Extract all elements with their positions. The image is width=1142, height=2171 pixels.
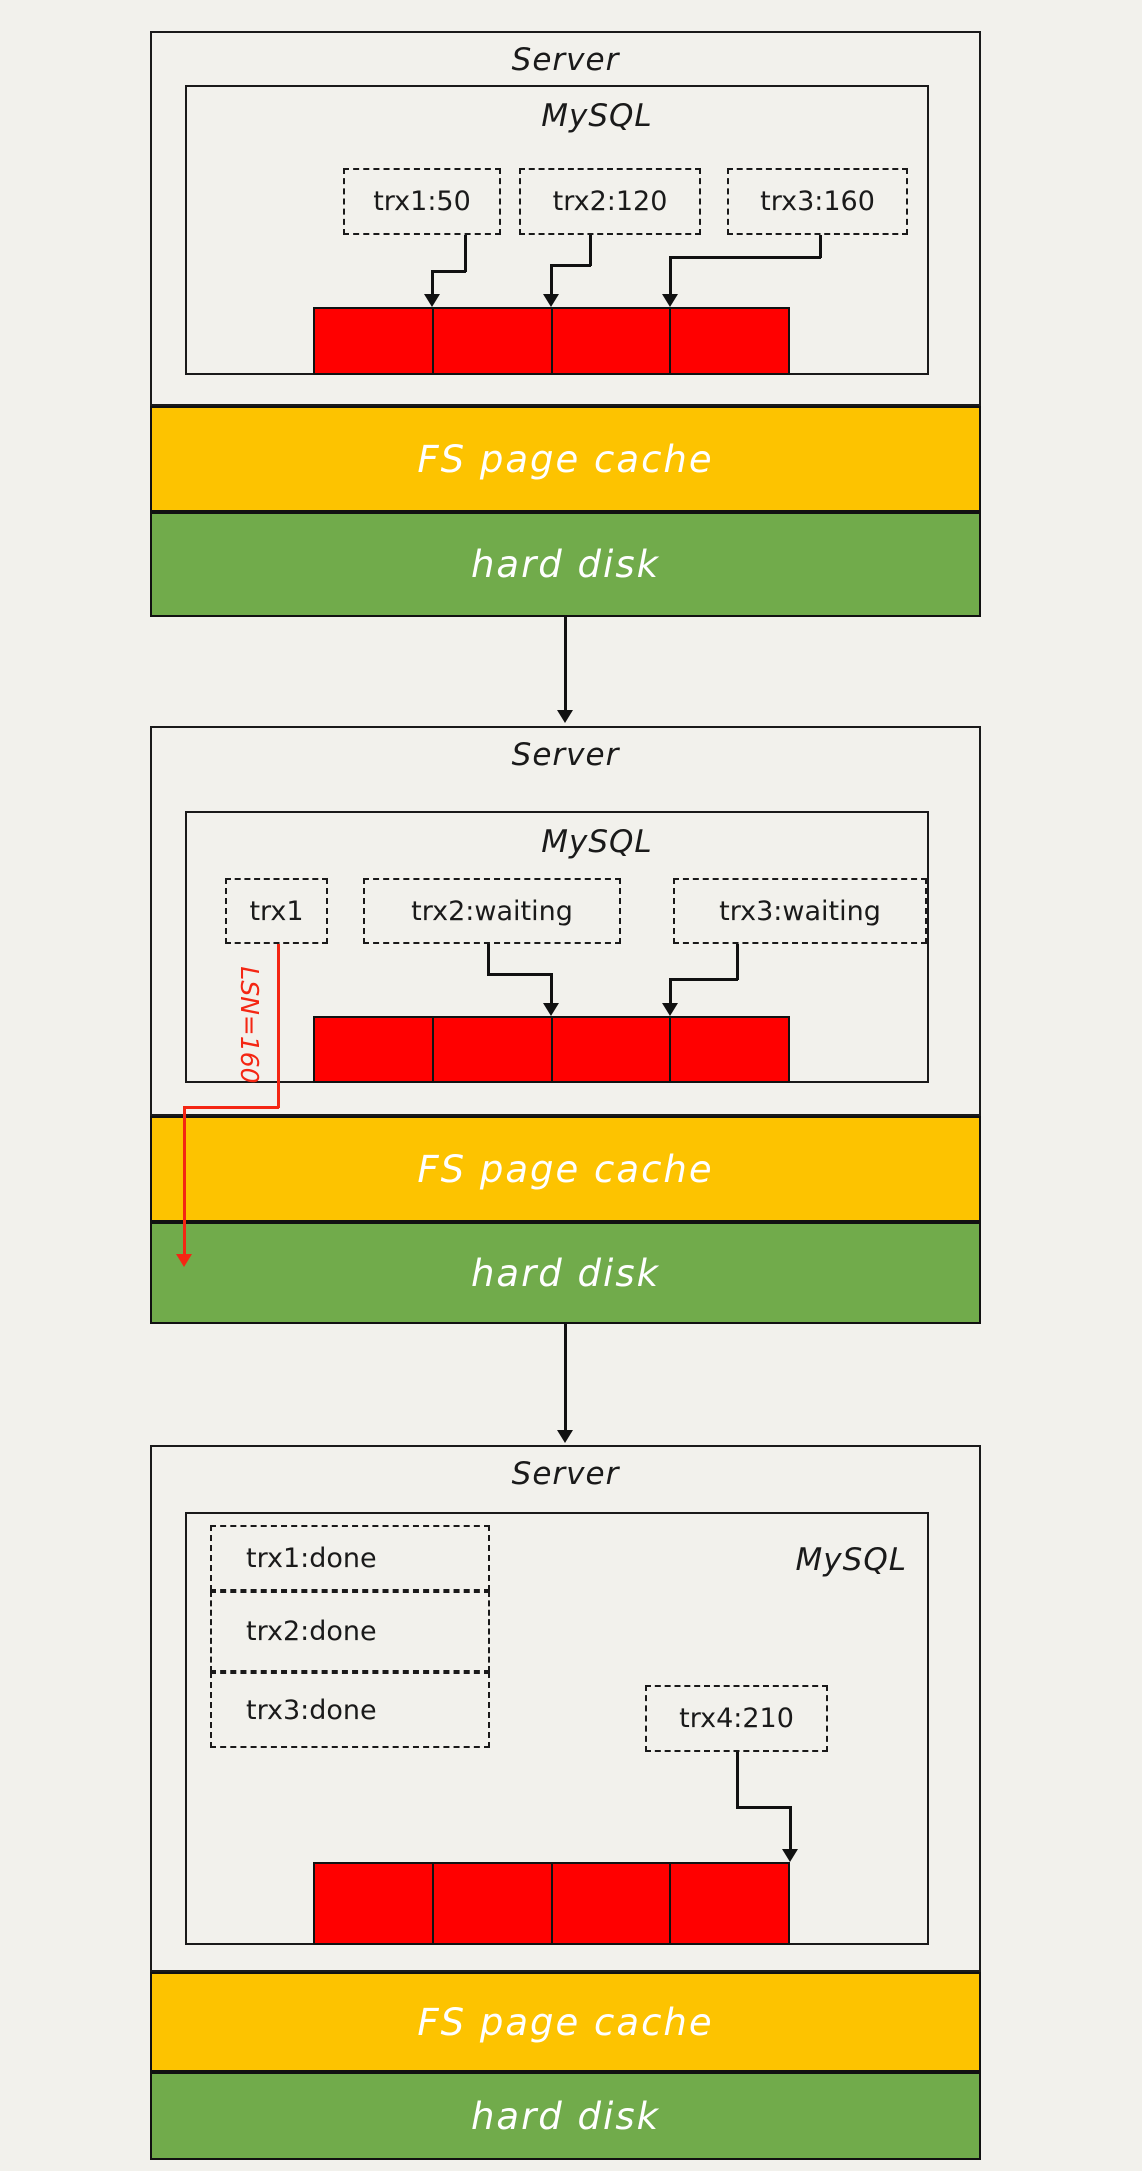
panel3-fs-page-cache-bar: FS page cache: [150, 1972, 981, 2072]
panel3-trx3-done-label: trx3:done: [246, 1694, 377, 1726]
panel1-trx3-box: trx3:160: [727, 168, 908, 235]
buffer-segment: [315, 309, 434, 373]
panel2-to-panel3-arrow-line: [564, 1324, 567, 1430]
buffer-segment: [434, 309, 553, 373]
buffer-segment: [315, 1018, 434, 1081]
panel3-hard-disk-bar: hard disk: [150, 2072, 981, 2160]
panel3-trx2-done-label: trx2:done: [246, 1616, 377, 1647]
panel1-fs-page-cache-label: FS page cache: [417, 437, 714, 481]
panel1-trx1-arrow-line: [464, 235, 467, 272]
buffer-segment: [671, 1018, 788, 1081]
panel1-hard-disk-bar: hard disk: [150, 512, 981, 617]
panel2-trx3-box: trx3:waiting: [673, 878, 927, 944]
panel2-trx3-arrowhead-down-icon: [662, 1003, 678, 1016]
lsn-flush-arrow-line: [277, 944, 280, 1108]
panel1-trx2-arrow-line: [589, 235, 592, 266]
panel1-to-panel2-arrow-line: [564, 617, 567, 712]
panel2-trx3-arrow-line: [669, 978, 738, 981]
panel3-trx2-done-box: trx2:done: [210, 1591, 490, 1672]
buffer-segment: [553, 1018, 672, 1081]
buffer-segment: [553, 309, 672, 373]
panel1-to-panel2-arrowhead-down-icon: [557, 710, 573, 723]
panel1-trx2-arrow-line: [550, 264, 591, 267]
panel3-server-label: Server: [511, 1456, 620, 1492]
panel3-trx1-done-label: trx1:done: [246, 1542, 377, 1574]
lsn-value-label: LSN=160: [235, 966, 264, 1084]
lsn-flush-arrow-line: [183, 1106, 279, 1109]
panel1-trx3-label: trx3:160: [760, 186, 875, 217]
panel1-redo-log-buffer: [313, 307, 790, 375]
panel1-mysql-label: MySQL: [541, 98, 653, 134]
panel2-trx2-box: trx2:waiting: [363, 878, 621, 944]
panel1-trx2-label: trx2:120: [552, 186, 668, 217]
panel1-server-box: [150, 31, 981, 406]
panel2-redo-log-buffer: [313, 1016, 790, 1083]
panel2-server-box: [150, 726, 981, 1116]
panel1-trx1-box: trx1:50: [343, 168, 501, 235]
panel2-trx1-label: trx1: [249, 895, 304, 927]
buffer-segment: [671, 1864, 788, 1943]
panel2-trx1-box: trx1: [225, 878, 328, 944]
panel2-fs-page-cache-label: FS page cache: [417, 1147, 714, 1191]
buffer-segment: [434, 1864, 553, 1943]
panel3-hard-disk-label: hard disk: [470, 2094, 661, 2138]
buffer-segment: [434, 1018, 553, 1081]
panel1-trx1-arrow-line: [431, 270, 466, 273]
panel1-trx2-arrow-line: [550, 264, 553, 296]
panel3-trx4-label: trx4:210: [679, 1703, 794, 1734]
panel3-redo-log-buffer: [313, 1862, 790, 1945]
panel2-trx2-arrow-line: [550, 973, 553, 1005]
panel3-trx4-box: trx4:210: [645, 1685, 828, 1752]
panel1-trx2-box: trx2:120: [519, 168, 701, 235]
panel1-trx3-arrowhead-down-icon: [662, 294, 678, 307]
panel3-trx3-done-box: trx3:done: [210, 1672, 490, 1748]
panel3-server-box: [150, 1445, 981, 1972]
buffer-segment: [553, 1864, 672, 1943]
panel1-hard-disk-label: hard disk: [470, 543, 661, 586]
panel2-trx2-arrowhead-down-icon: [543, 1003, 559, 1016]
buffer-segment: [315, 1864, 434, 1943]
panel2-to-panel3-arrowhead-down-icon: [557, 1430, 573, 1443]
panel2-trx2-arrow-line: [487, 973, 553, 976]
buffer-segment: [671, 309, 788, 373]
panel3-trx4-arrow-line: [736, 1806, 792, 1809]
panel1-trx3-arrow-line: [669, 256, 821, 259]
lsn-flush-arrow-line: [183, 1106, 186, 1256]
panel2-hard-disk-bar: hard disk: [150, 1222, 981, 1324]
panel2-trx2-arrow-line: [487, 944, 490, 975]
panel3-mysql-label: MySQL: [795, 1542, 907, 1578]
panel2-trx2-label: trx2:waiting: [411, 895, 573, 927]
panel1-trx3-arrow-line: [819, 235, 822, 258]
panel1-trx1-arrow-line: [431, 270, 434, 296]
panel2-mysql-label: MySQL: [541, 824, 653, 860]
panel2-trx3-label: trx3:waiting: [719, 895, 881, 927]
panel2-fs-page-cache-bar: FS page cache: [150, 1116, 981, 1222]
panel2-trx3-arrow-line: [669, 978, 672, 1005]
panel3-trx4-arrowhead-down-icon: [782, 1849, 798, 1862]
panel2-server-label: Server: [511, 737, 620, 773]
panel3-trx4-arrow-line: [736, 1752, 739, 1808]
panel2-hard-disk-label: hard disk: [470, 1251, 661, 1295]
panel1-trx1-label: trx1:50: [373, 186, 471, 217]
panel3-fs-page-cache-label: FS page cache: [417, 2000, 714, 2044]
panel1-trx3-arrow-line: [669, 256, 672, 296]
panel2-trx3-arrow-line: [736, 944, 739, 980]
panel1-trx2-arrowhead-down-icon: [543, 294, 559, 307]
lsn-flush-arrowhead-down-icon: [176, 1254, 192, 1267]
panel1-server-label: Server: [511, 42, 620, 78]
panel3-trx4-arrow-line: [789, 1806, 792, 1851]
panel1-trx1-arrowhead-down-icon: [424, 294, 440, 307]
panel3-trx1-done-box: trx1:done: [210, 1525, 490, 1591]
panel1-fs-page-cache-bar: FS page cache: [150, 406, 981, 512]
